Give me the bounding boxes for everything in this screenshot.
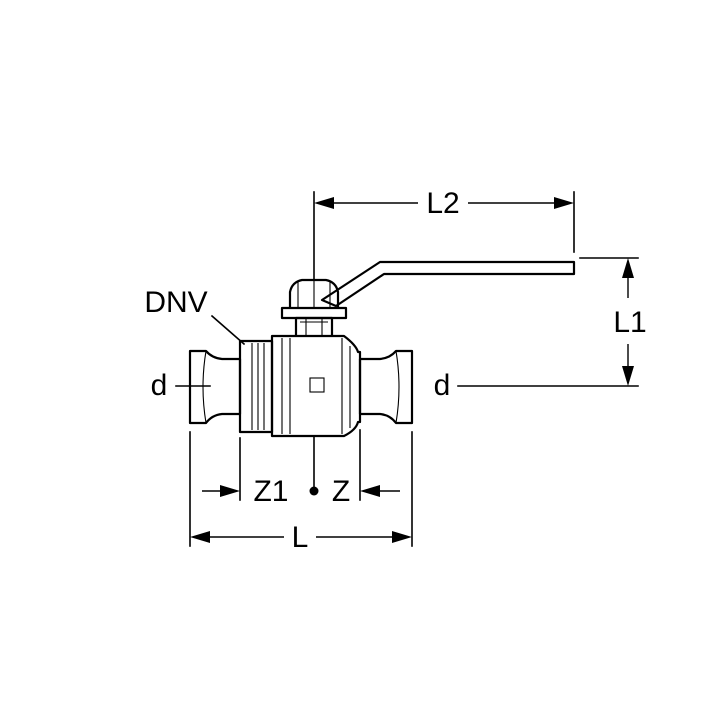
dimension-l1: L1 [613,258,647,386]
label-l1: L1 [613,306,646,339]
dnv-leader [210,314,246,346]
right-press-end [358,349,414,425]
valve-body [188,278,414,438]
left-nut [238,339,274,434]
central-body [270,334,362,438]
lever-handle [320,260,576,308]
body-marker [309,377,325,393]
label-z: Z [332,475,350,508]
dimension-l2: L2 [314,187,574,220]
label-z1: Z1 [253,475,288,508]
label-l2: L2 [426,187,459,220]
dimension-l: L [190,521,412,554]
label-d-left: d [151,369,168,402]
extension-lines [175,191,639,547]
label-dnv: DNV [144,286,207,319]
dimension-z1-z: Z1 Z [202,475,400,508]
valve-stem [294,316,334,336]
left-press-end [188,349,242,425]
label-d-right: d [434,369,451,402]
label-l: L [292,521,309,554]
center-dot [309,486,319,496]
